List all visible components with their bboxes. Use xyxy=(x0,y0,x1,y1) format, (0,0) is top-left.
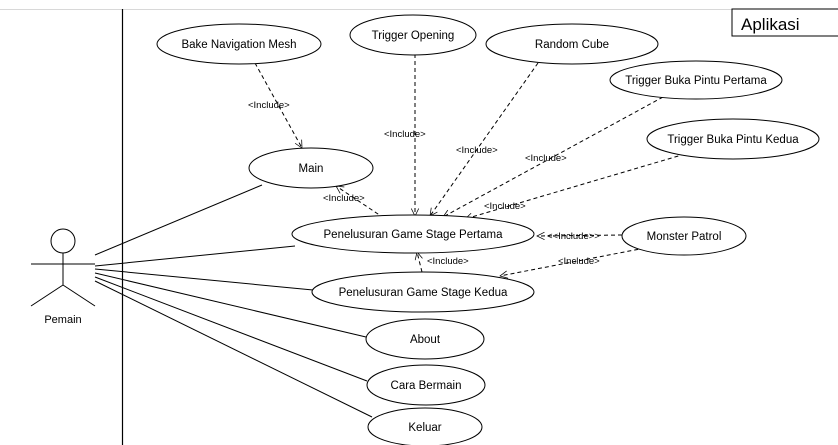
system-title-box xyxy=(731,8,838,37)
assoc-cara xyxy=(94,276,368,382)
usecase-bake-navigation-mesh[interactable]: Bake Navigation Mesh xyxy=(156,23,322,65)
usecase-label: Trigger Buka Pintu Kedua xyxy=(667,134,799,146)
assoc-main xyxy=(94,184,263,256)
include-dependencies xyxy=(254,54,686,276)
usecase-penelusuran-stage-kedua[interactable]: Penelusuran Game Stage Kedua xyxy=(311,271,535,313)
actor-right-leg xyxy=(62,284,96,307)
include-stage1-main xyxy=(336,186,385,219)
usecase-label: Monster Patrol xyxy=(647,231,722,243)
usecase-label: About xyxy=(410,334,441,346)
system-title: Aplikasi xyxy=(741,15,800,34)
include-pintu2-stage1 xyxy=(465,153,686,219)
include-label-stage2-stage1: <Include> xyxy=(427,256,469,267)
usecase-label: Trigger Opening xyxy=(372,30,455,42)
usecase-trigger-opening[interactable]: Trigger Opening xyxy=(349,14,477,56)
usecase-trigger-buka-pintu-kedua[interactable]: Trigger Buka Pintu Kedua xyxy=(646,118,820,160)
include-label-pintu1: <Include> xyxy=(525,153,567,164)
include-randomcube-stage1 xyxy=(430,62,539,216)
include-labels: <Include> <Include> <Include> <Include> … xyxy=(248,100,600,267)
usecase-about[interactable]: About xyxy=(365,318,485,360)
include-label-pintu2: <Include> xyxy=(484,201,526,212)
include-stage2-stage1 xyxy=(417,252,422,273)
assoc-stage2 xyxy=(94,268,314,291)
usecase-label: Bake Navigation Mesh xyxy=(181,39,296,51)
usecase-label: Keluar xyxy=(408,422,441,434)
assoc-stage1 xyxy=(94,245,296,267)
usecase-label: Trigger Buka Pintu Pertama xyxy=(625,75,767,87)
usecase-label: Random Cube xyxy=(535,39,609,51)
usecase-monster-patrol[interactable]: Monster Patrol xyxy=(621,216,747,256)
associations xyxy=(94,184,373,418)
include-label-bake-main: <Include> xyxy=(248,100,290,111)
include-label-monster-stage2: <Include> xyxy=(558,256,600,267)
include-monster-stage2 xyxy=(500,247,646,276)
actor-head xyxy=(50,228,76,254)
usecase-label: Penelusuran Game Stage Kedua xyxy=(339,287,508,299)
usecase-label: Main xyxy=(299,163,324,175)
usecase-label: Penelusuran Game Stage Pertama xyxy=(324,229,504,241)
use-cases: Bake Navigation Mesh Trigger Opening Ran… xyxy=(156,14,820,445)
usecase-trigger-buka-pintu-pertama[interactable]: Trigger Buka Pintu Pertama xyxy=(609,60,783,100)
usecase-cara-bermain[interactable]: Cara Bermain xyxy=(366,364,486,406)
actor-label: Pemain xyxy=(44,314,81,326)
actor-left-leg xyxy=(30,284,64,307)
assoc-keluar xyxy=(94,280,373,418)
usecase-main[interactable]: Main xyxy=(248,147,374,189)
include-label-stage1-main: <Include> xyxy=(323,193,365,204)
assoc-about xyxy=(94,272,367,338)
include-label-randomcube: <Include> xyxy=(456,145,498,156)
usecase-label: Cara Bermain xyxy=(391,380,462,392)
usecase-random-cube[interactable]: Random Cube xyxy=(485,23,659,65)
include-monster-stage1 xyxy=(537,235,623,236)
include-bake-main xyxy=(254,62,303,148)
usecase-keluar[interactable]: Keluar xyxy=(367,407,483,445)
include-label-opening: <Include> xyxy=(384,129,426,140)
include-label-monster-stage1: <<Include>> xyxy=(547,231,600,242)
actor-pemain[interactable]: Pemain xyxy=(30,228,96,326)
usecase-penelusuran-stage-pertama[interactable]: Penelusuran Game Stage Pertama xyxy=(291,214,535,254)
